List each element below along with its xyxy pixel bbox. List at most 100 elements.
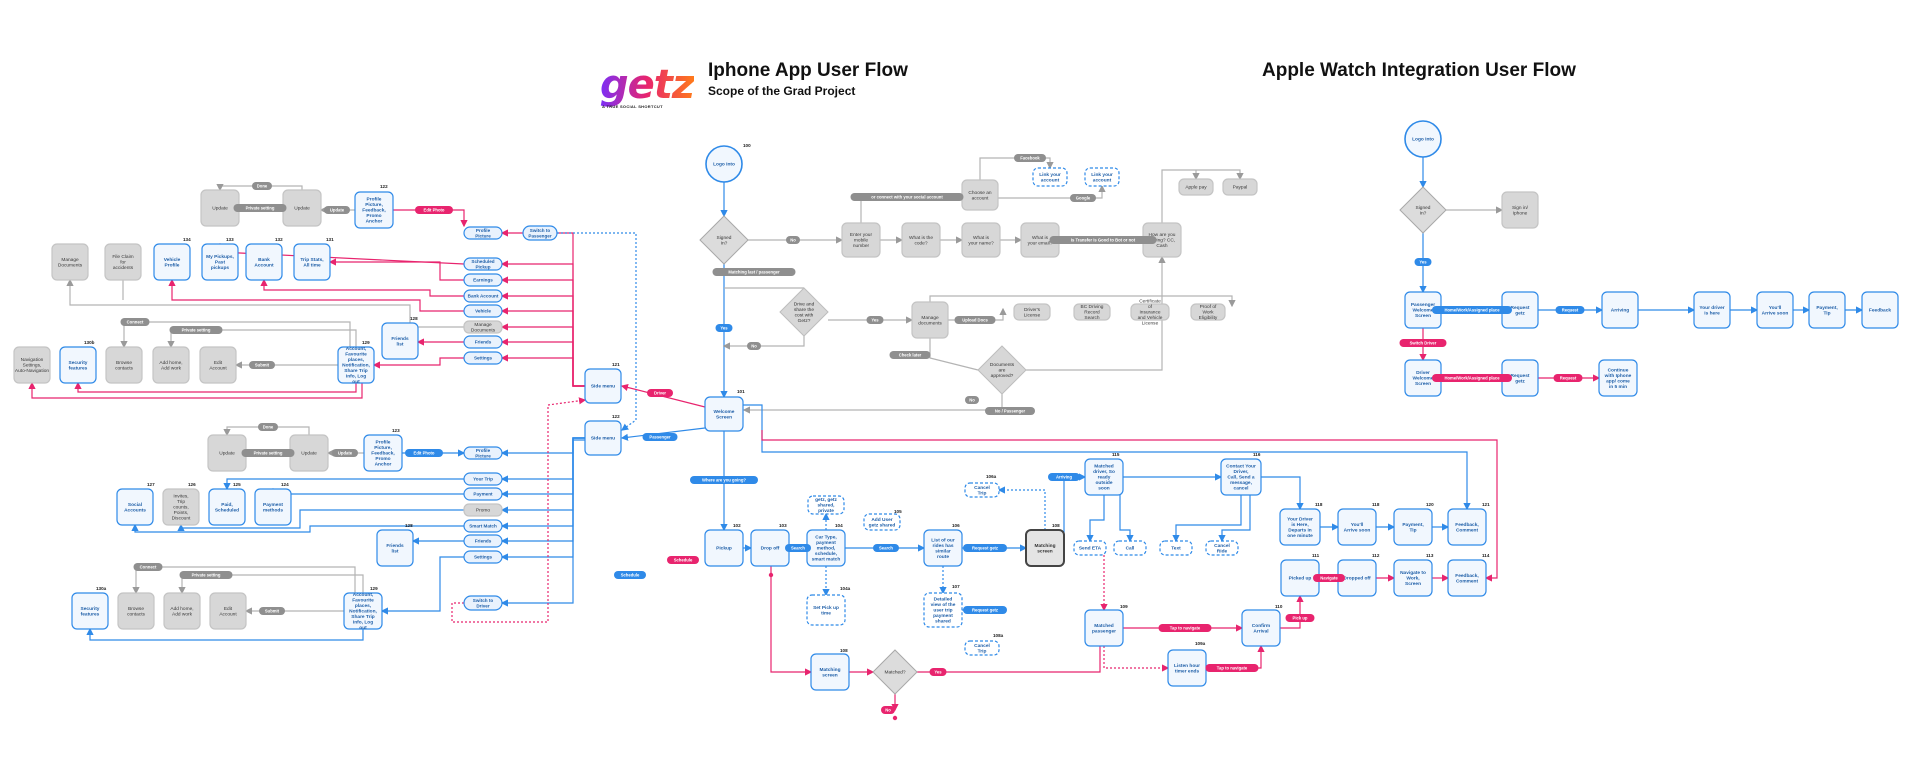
smart-match: Smart Match xyxy=(463,519,503,533)
e-appr-yes xyxy=(1026,255,1166,371)
w-payment-tip: Payment,Tip xyxy=(1808,291,1846,329)
num-116: 116 xyxy=(1253,452,1261,457)
num-114: 114 xyxy=(1482,553,1490,558)
add-home-work-2-label: Add home,Add work xyxy=(170,606,193,618)
payment-menu: Payment xyxy=(463,487,503,501)
lbl-check-later: Check later xyxy=(889,351,931,359)
lbl-tap-2-text: Tap to navigate xyxy=(1217,666,1248,671)
e-as2-sec xyxy=(86,627,364,641)
lbl-priv-4: Private setting xyxy=(179,571,233,579)
pickup: Pickup xyxy=(704,529,744,567)
e-c1 xyxy=(1086,495,1105,543)
settings-2-label: Settings xyxy=(474,555,493,560)
w-lbl-yes-text: Yes xyxy=(1419,260,1427,265)
lbl-update-1: Update xyxy=(324,206,350,214)
num-129b: 129 xyxy=(370,586,378,591)
num-103: 103 xyxy=(779,523,787,528)
earnings: Earnings xyxy=(463,273,503,287)
e-as-sec xyxy=(74,381,357,393)
e-gg xyxy=(998,184,1106,199)
e-as-nav xyxy=(28,381,363,399)
lbl-priv-1: Private setting xyxy=(233,204,287,212)
lbl-google: Google xyxy=(1070,194,1096,202)
paid-scheduled-label: Paid,Scheduled xyxy=(215,502,239,514)
lbl-no-1-text: No xyxy=(790,238,796,243)
e-manage-approve xyxy=(929,338,979,371)
num-121b: 121 xyxy=(1482,502,1490,507)
payment-tip: Payment,Tip xyxy=(1393,508,1433,546)
num-123: 123 xyxy=(392,428,400,433)
lbl-schedule-b: Schedule xyxy=(614,571,646,579)
lbl-connect-2-text: Connect xyxy=(140,565,157,570)
w-lbl-req-text: Request xyxy=(1562,308,1579,313)
lbl-no-2-text: No xyxy=(751,344,757,349)
lbl-edit-photo-1: Edit Photo xyxy=(415,206,453,214)
lbl-update-1-text: Update xyxy=(330,208,345,213)
num-109a: 109a xyxy=(1195,641,1206,646)
add-home-work-1: Add home,Add work xyxy=(152,346,190,384)
promo: Promo xyxy=(463,503,503,517)
num-122: 122 xyxy=(612,414,620,419)
e-pr-inv xyxy=(177,509,464,531)
num-115: 115 xyxy=(1112,452,1120,457)
lbl-google-text: Google xyxy=(1076,196,1091,201)
num-124: 124 xyxy=(281,482,289,487)
apple-pay: Apple pay xyxy=(1178,178,1214,196)
num-102: 102 xyxy=(733,523,741,528)
text: Text xyxy=(1159,540,1193,556)
w-feedback-label: Feedback xyxy=(1869,308,1891,314)
lbl-yes-2: Yes xyxy=(866,316,884,324)
e-yt-ps xyxy=(223,478,464,491)
e-c4 xyxy=(1218,495,1251,543)
w-lbl-hw2-text: Home/Work/Assigned place xyxy=(1444,376,1500,381)
e-pp1 xyxy=(500,229,574,386)
w-lbl-req2-text: Request xyxy=(1560,376,1577,381)
w-lbl-req: Request xyxy=(1555,306,1585,314)
side-menu-121: Side menu xyxy=(584,368,622,404)
num-129: 129 xyxy=(362,340,370,345)
call-label: Call xyxy=(1126,546,1135,552)
w-lbl-hw1-text: Home/Work/Assigned place xyxy=(1444,308,1500,313)
e-sm-sa xyxy=(131,523,464,533)
matched-q-label: Matched? xyxy=(884,670,905,676)
